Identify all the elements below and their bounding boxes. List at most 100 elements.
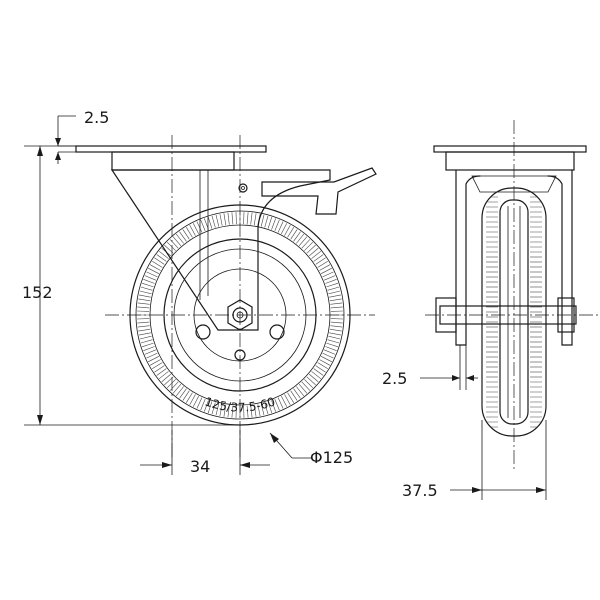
tread-mark [296, 386, 305, 397]
tread-mark [319, 264, 331, 271]
tread-mark [253, 404, 257, 417]
tread-mark [144, 349, 157, 355]
tread-mark [293, 388, 301, 399]
tread-mark [182, 229, 190, 240]
axle-core [236, 311, 244, 319]
tread-mark [148, 267, 160, 274]
tread-mark [141, 342, 154, 348]
tread-mark [257, 404, 261, 417]
tread-mark [192, 395, 199, 407]
tread-mark [149, 264, 161, 271]
tread-mark [260, 214, 265, 227]
tread-mark [138, 294, 151, 298]
tread-mark [149, 359, 161, 366]
tread-mark [182, 390, 190, 401]
tread-mark [274, 398, 280, 411]
tread-mark [215, 214, 220, 227]
tread-mark [277, 221, 284, 233]
side-view [425, 120, 600, 470]
tread-mark [281, 395, 288, 407]
tread-mark [313, 368, 324, 376]
tread-mark [172, 236, 182, 246]
tread-mark [223, 213, 227, 226]
tread-mark [161, 373, 171, 383]
rim-hole-right [269, 324, 285, 340]
tread-mark [306, 376, 316, 386]
tread-mark [137, 325, 150, 328]
tread-mark [298, 236, 308, 246]
tread-mark [207, 216, 213, 229]
side-nut-left [435, 297, 457, 333]
tread-mark [137, 302, 150, 305]
tread-mark [144, 275, 157, 281]
tread-mark [175, 386, 184, 397]
side-fork-left [455, 169, 481, 346]
rim-outer [163, 238, 317, 392]
tread-mark [287, 392, 295, 403]
tread-mark [154, 365, 165, 373]
side-tire [481, 187, 547, 437]
tread-mark [284, 224, 291, 236]
tread-mark [143, 279, 155, 284]
tread-mark [158, 250, 169, 259]
rim-ring [173, 248, 307, 382]
tread-mark [328, 335, 341, 340]
tread-mark [219, 404, 223, 417]
tread-mark [140, 286, 153, 291]
tread-mark [196, 221, 203, 233]
side-rim [499, 199, 529, 425]
tread-mark [290, 229, 298, 240]
tread-mark [227, 212, 230, 225]
tread-mark [311, 250, 322, 259]
top-plate [75, 145, 267, 153]
tread-mark [207, 401, 213, 414]
tread-mark [287, 227, 295, 238]
tread-mark [156, 368, 167, 376]
tread-mark [322, 271, 334, 278]
tread-mark [253, 213, 257, 226]
tread-mark [330, 302, 343, 305]
side-top-plate [433, 145, 587, 153]
swivel-bearing [111, 151, 235, 171]
tread-mark [211, 402, 216, 415]
tire-tread-inner [149, 224, 331, 406]
side-fork-top [471, 175, 557, 193]
tread-mark [325, 279, 337, 284]
tread-mark [143, 346, 155, 351]
tread-mark [329, 328, 342, 332]
tread-mark [260, 403, 265, 416]
tread-mark [179, 231, 187, 242]
side-fork-right [547, 169, 573, 346]
tread-mark [166, 379, 176, 389]
fork-bracket [110, 169, 331, 331]
tire-tread-outer [135, 210, 345, 420]
tread-mark [137, 321, 150, 324]
tread-mark [296, 233, 305, 244]
tread-mark [246, 405, 249, 418]
axle-nut [227, 299, 253, 331]
side-nut-right [557, 297, 575, 333]
tread-mark [322, 352, 334, 359]
tread-mark [179, 388, 187, 399]
tread-mark [185, 392, 193, 403]
tread-mark [154, 257, 165, 265]
tread-mark [211, 215, 216, 228]
tread-mark [185, 227, 193, 238]
brake-lever [261, 167, 377, 215]
tread-mark [326, 282, 339, 288]
tread-mark [320, 356, 332, 363]
tread-mark [319, 359, 331, 366]
tread-mark [138, 332, 151, 336]
tread-mark [309, 373, 319, 383]
tread-mark [231, 212, 234, 225]
tread-mark [250, 405, 253, 418]
tread-mark [284, 394, 291, 406]
tread-mark [330, 321, 343, 324]
tread-mark [158, 371, 169, 380]
tread-mark [139, 290, 152, 295]
tread-mark [323, 349, 336, 355]
tread-mark [328, 290, 341, 295]
tread-mark [146, 352, 158, 359]
tread-mark [320, 267, 332, 274]
dim-offset: 34 [190, 457, 210, 476]
